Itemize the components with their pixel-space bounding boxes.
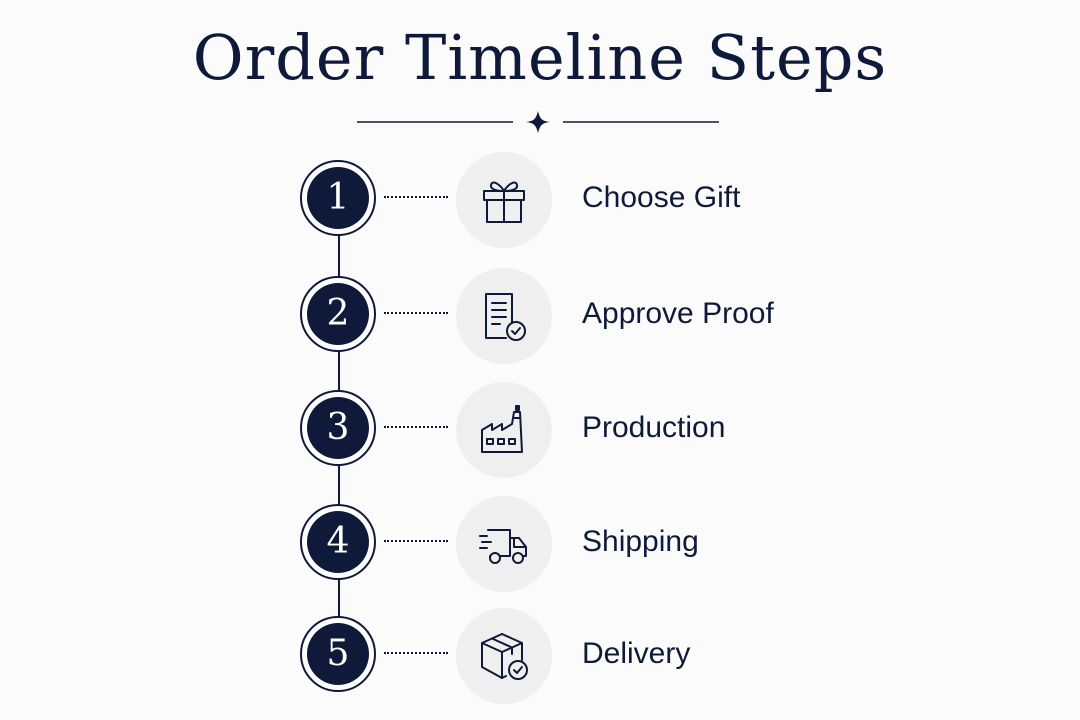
step-number: 4 <box>307 511 369 573</box>
step-number: 3 <box>307 397 369 459</box>
dotted-connector <box>384 426 448 428</box>
package-check-icon <box>481 633 528 680</box>
dotted-connector <box>384 196 448 198</box>
document-check-icon <box>485 293 526 341</box>
step-number-badge: 3 <box>300 390 376 466</box>
step-label: Shipping <box>582 525 699 558</box>
factory-icon <box>481 405 523 453</box>
step-number-badge: 4 <box>300 504 376 580</box>
timeline-step: 2 Approve Proof <box>0 268 1080 364</box>
step-number-badge: 5 <box>300 616 376 692</box>
step-number: 1 <box>307 167 369 229</box>
timeline-step: 3 Production <box>0 382 1080 478</box>
dotted-connector <box>384 312 448 314</box>
step-label: Approve Proof <box>582 297 774 330</box>
gift-icon <box>483 181 525 223</box>
step-icon-circle <box>456 152 552 248</box>
timeline-step: 4 Shipping <box>0 496 1080 592</box>
dotted-connector <box>384 540 448 542</box>
step-icon-circle <box>456 608 552 704</box>
step-number: 2 <box>307 283 369 345</box>
step-icon-circle <box>456 496 552 592</box>
sparkle-icon <box>526 111 550 133</box>
step-label: Delivery <box>582 637 691 670</box>
step-icon-circle <box>456 268 552 364</box>
step-icon-circle <box>456 382 552 478</box>
timeline-step: 1 Choose Gift <box>0 152 1080 248</box>
title-divider <box>357 111 719 133</box>
step-number: 5 <box>307 623 369 685</box>
timeline-step: 5 Delivery <box>0 608 1080 704</box>
step-label: Choose Gift <box>582 181 741 214</box>
step-number-badge: 2 <box>300 276 376 352</box>
step-label: Production <box>582 411 726 444</box>
page-title: Order Timeline Steps <box>192 21 888 94</box>
step-number-badge: 1 <box>300 160 376 236</box>
dotted-connector <box>384 652 448 654</box>
truck-icon <box>479 529 527 564</box>
